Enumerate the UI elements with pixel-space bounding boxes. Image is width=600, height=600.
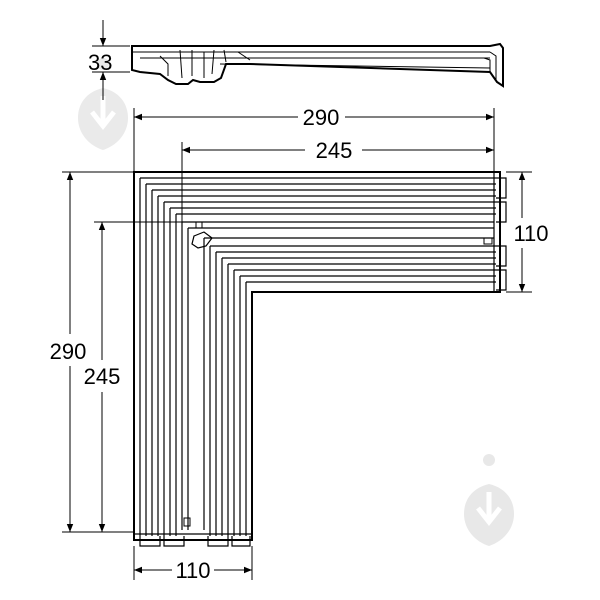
inner-width-dimension: 245 — [181, 138, 494, 222]
side-view-profile — [131, 42, 504, 88]
overall-height-dimension: 290 — [50, 171, 134, 533]
inner-width-label: 245 — [316, 138, 353, 163]
watermark-bottom-icon — [464, 454, 514, 546]
inner-height-label: 245 — [84, 364, 121, 389]
watermark-top-icon — [78, 58, 128, 150]
overall-width-dimension: 290 — [133, 105, 495, 172]
side-depth-dimension: 110 — [506, 171, 549, 293]
bottom-depth-label: 110 — [175, 558, 210, 583]
overall-height-label: 290 — [50, 339, 87, 364]
bottom-depth-dimension: 110 — [133, 546, 253, 583]
height-label: 33 — [88, 50, 112, 75]
corner-plan-view — [133, 171, 507, 547]
inner-height-dimension: 245 — [84, 221, 182, 532]
overall-width-label: 290 — [303, 105, 340, 130]
side-depth-label: 110 — [513, 221, 548, 246]
height-dimension: 33 — [88, 20, 130, 100]
